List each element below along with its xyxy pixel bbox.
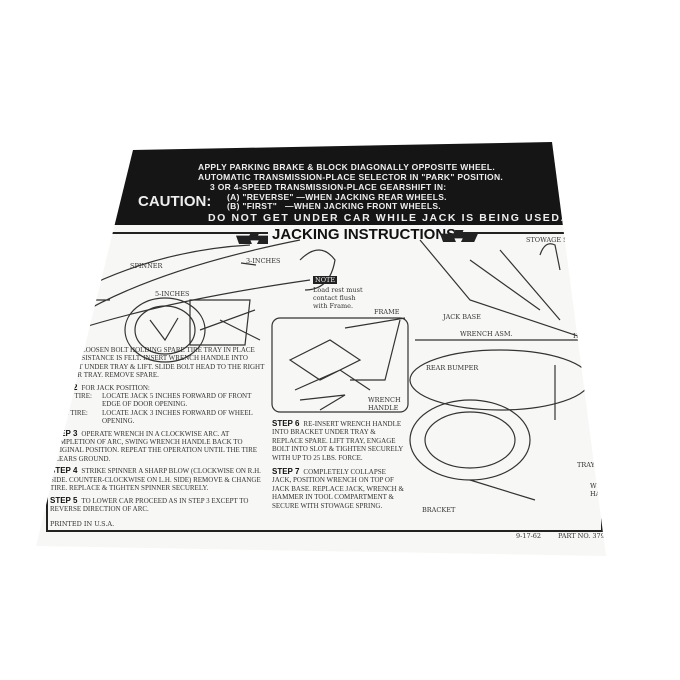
label-wrench-handle: WRENCH HANDLE — [590, 482, 623, 498]
step-text: LOOSEN BOLT HOLDING SPARE TIRE TRAY IN P… — [50, 346, 265, 380]
step-text: RE-INSERT WRENCH HANDLE INTO BRACKET UND… — [272, 420, 404, 462]
note-tag: NOTE — [313, 276, 338, 284]
rear-tire-label: REAR TIRE: — [50, 408, 88, 417]
car-front-illustration — [60, 239, 336, 363]
label-bolt: BOLT — [597, 443, 616, 451]
label-tray: TRAY — [577, 461, 595, 469]
caution-line: 3 OR 4-SPEED TRANSMISSION-PLACE GEARSHIF… — [210, 182, 447, 192]
dimension-line — [240, 262, 257, 266]
caution-label: CAUTION: — [138, 193, 212, 210]
stowage-illustration — [415, 239, 595, 341]
caution-line: APPLY PARKING BRAKE & BLOCK DIAGONALLY O… — [198, 162, 496, 172]
step-label: STEP 1 — [50, 345, 78, 354]
step-text: COMPLETELY COLLAPSE JACK, POSITION WRENC… — [272, 468, 404, 510]
caution-line: (A) "REVERSE" —WHEN JACKING REAR WHEELS. — [227, 192, 447, 202]
part-number: PART NO. 3794463 — [558, 532, 622, 540]
rear-tire-text: LOCATE JACK 3 INCHES FORWARD OF WHEEL OP… — [102, 408, 253, 426]
jack-illustration — [271, 317, 409, 413]
step-text: FOR JACK POSITION: — [81, 383, 150, 392]
front-tire-text: LOCATE JACK 5 INCHES FORWARD OF FRONT ED… — [102, 392, 252, 409]
spare-tire-illustration — [409, 349, 591, 501]
step-text: STRIKE SPINNER A SHARP BLOW (CLOCKWISE O… — [50, 467, 261, 493]
front-tire-label: FRONT TIRE: — [50, 392, 92, 401]
caution-line: AUTOMATIC TRANSMISSION-PLACE SELECTOR IN… — [198, 172, 504, 182]
label-3-inches: 3-INCHES — [246, 257, 281, 265]
step-label: STEP 2 — [50, 382, 78, 392]
label-bracket: BRACKET — [422, 506, 456, 514]
print-date: 9-17-62 — [516, 532, 542, 540]
label-jack-base: JACK BASE — [443, 313, 481, 321]
caution-warning: DO NOT GET UNDER CAR WHILE JACK IS BEING… — [208, 212, 566, 224]
step-text: OPERATE WRENCH IN A CLOCKWISE ARC. AT CO… — [50, 429, 258, 463]
label-wrench-handle: WRENCH HANDLE — [368, 396, 401, 412]
caution-line: (B) "FIRST" —WHEN JACKING FRONT WHEELS. — [227, 201, 441, 211]
note-text: Load rest must contact flush with Frame. — [313, 286, 363, 310]
caution-band: APPLY PARKING BRAKE & BLOCK DIAGONALLY O… — [100, 142, 580, 225]
step-text: TO LOWER CAR PROCEED AS IN STEP 3 EXCEPT… — [50, 496, 249, 513]
step-label: STEP 3 — [50, 428, 78, 438]
label-frame: FRAME — [374, 308, 400, 316]
label-rear-bumper: REAR BUMPER — [426, 364, 479, 372]
label-spinner: SPINNER — [130, 262, 163, 270]
step-label: STEP 5 — [50, 495, 78, 505]
step-label: STEP 6 — [272, 419, 300, 428]
label-hammer: HAMMER — [573, 332, 607, 340]
printed-in: PRINTED IN U.S.A. — [50, 520, 115, 529]
step-label: STEP 4 — [50, 466, 78, 476]
page-title: JACKING INSTRUCTIONS — [268, 226, 461, 244]
step-label: STEP 7 — [272, 467, 300, 477]
label-5-inches: 5-INCHES — [155, 290, 190, 298]
label-stowage-spring: STOWAGE SPRING — [526, 236, 591, 244]
label-wrench-asm: WRENCH ASM. — [460, 330, 513, 338]
